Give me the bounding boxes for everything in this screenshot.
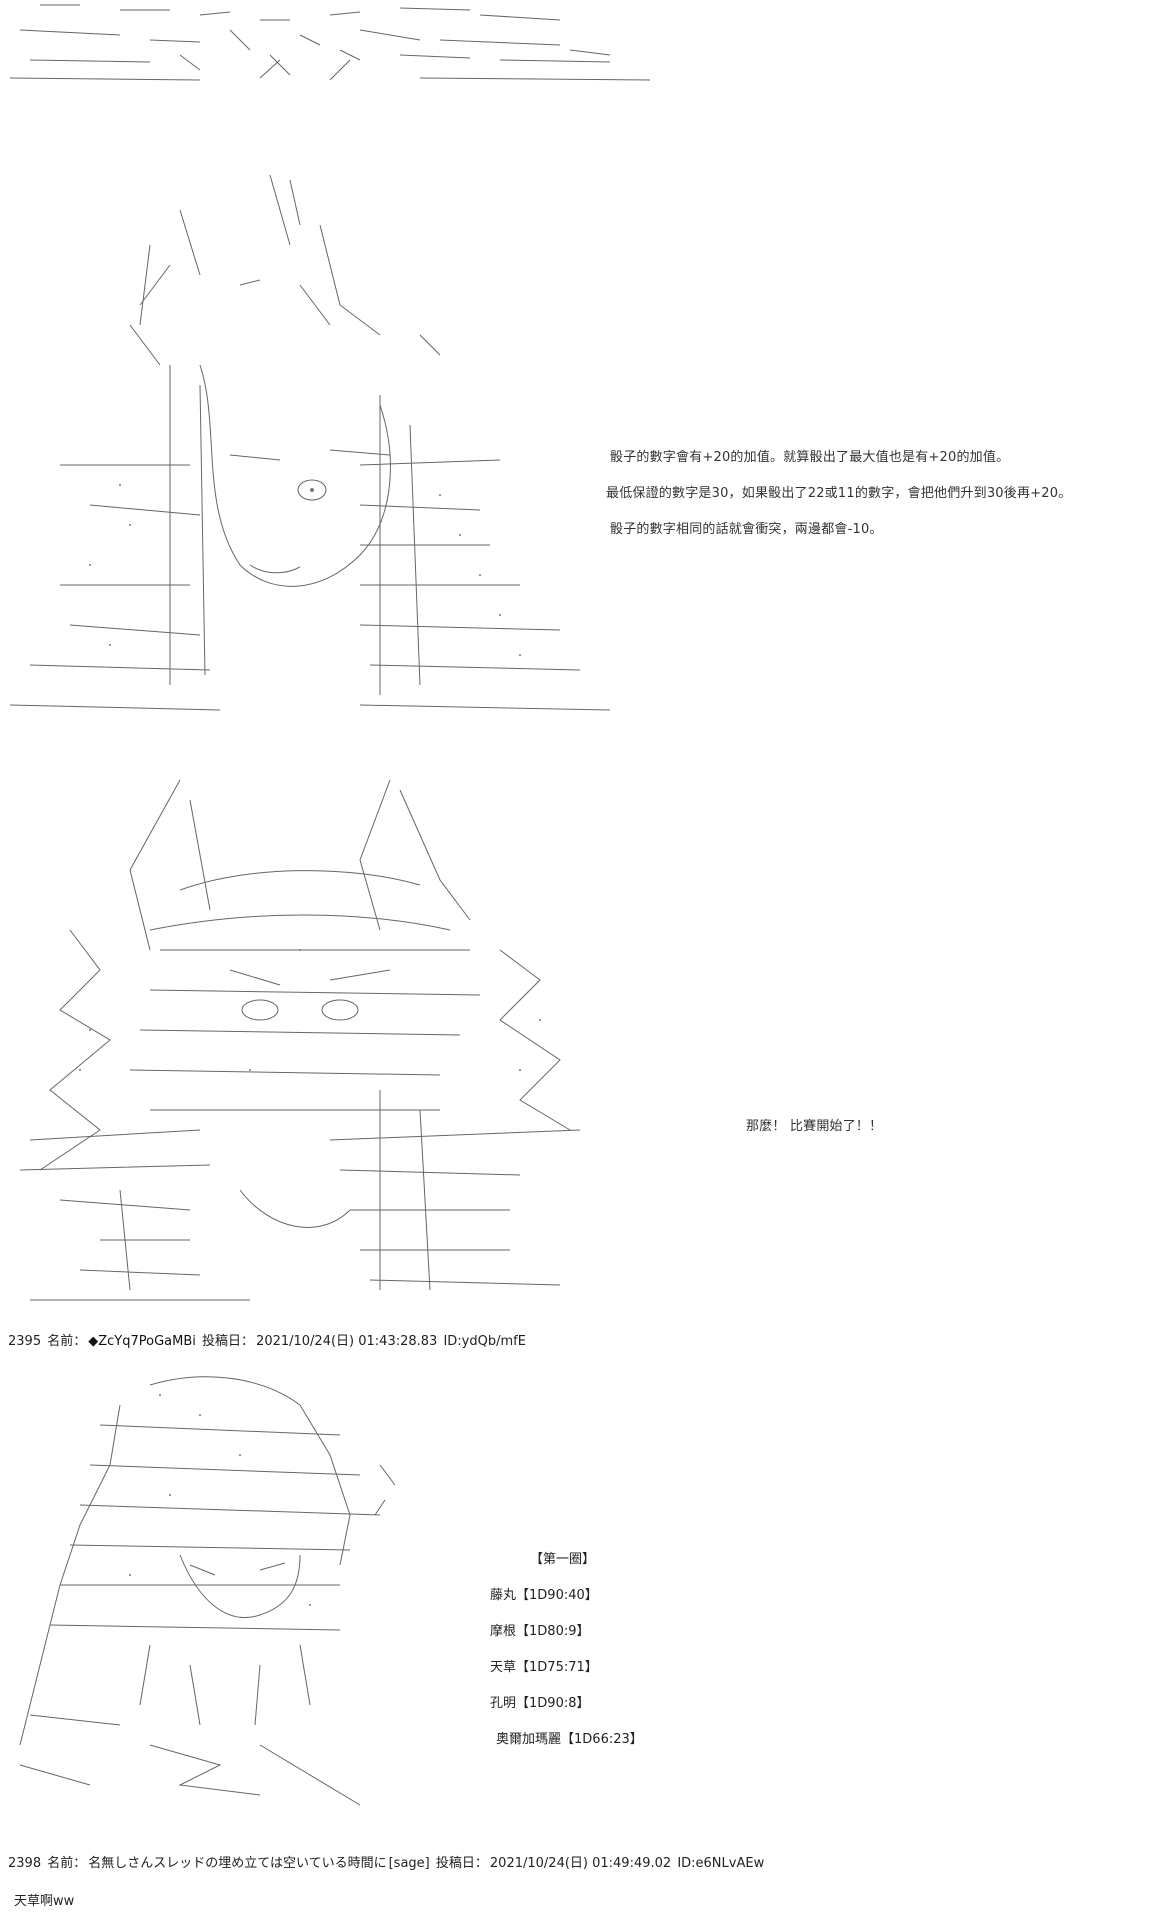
- ascii-art-character-3: [0, 1365, 420, 1825]
- post-id[interactable]: ID:ydQb/mfE: [443, 1334, 526, 1349]
- post-author-name[interactable]: 名無しさんスレッドの埋め立ては空いている時間に: [88, 1856, 387, 1871]
- post-name-label: 名前：: [47, 1334, 87, 1349]
- ascii-art-character-1: [0, 165, 620, 725]
- dice-rule-line-1: 骰子的數字會有+20的加值。就算骰出了最大值也是有+20的加值。: [610, 450, 1010, 465]
- post-number: 2398: [8, 1856, 42, 1871]
- ascii-art-top-fragment: [0, 0, 660, 90]
- ascii-art-character-2: [0, 770, 600, 1310]
- post-name-label: 名前：: [47, 1856, 87, 1871]
- dice-roll-list: 【第一圈】 藤丸【1D90:40】 摩根【1D80:9】 天草【1D75:71】…: [490, 1542, 643, 1758]
- roll-name: 孔明: [490, 1696, 517, 1711]
- post-header-2398: 2398 名前：名無しさんスレッドの埋め立ては空いている時間に[sage] 投稿…: [8, 1852, 766, 1871]
- roll-row-morgan: 摩根【1D80:9】: [490, 1614, 643, 1650]
- post-date-label: 投稿日：: [435, 1856, 488, 1871]
- roll-row-olga-marie: 奧爾加瑪麗【1D66:23】: [490, 1722, 643, 1758]
- post-body-2398: 天草啊ww: [14, 1894, 75, 1909]
- post-date: 2021/10/24(日) 01:49:49.02: [489, 1856, 672, 1871]
- roll-value: 【1D75:71】: [516, 1660, 598, 1675]
- post-header-2395: 2395 名前：◆ZcYq7PoGaMBi 投稿日：2021/10/24(日) …: [8, 1330, 528, 1349]
- roll-name: 奧爾加瑪麗: [496, 1732, 562, 1747]
- roll-value: 【1D90:8】: [516, 1696, 590, 1711]
- roll-row-amakusa: 天草【1D75:71】: [490, 1650, 643, 1686]
- roll-value: 【1D80:9】: [516, 1624, 590, 1639]
- post-mail[interactable]: [sage]: [388, 1856, 430, 1871]
- roll-value: 【1D90:40】: [516, 1588, 598, 1603]
- roll-name: 摩根: [490, 1624, 517, 1639]
- post-id[interactable]: ID:e6NLvAEw: [677, 1856, 765, 1871]
- roll-name: 藤丸: [490, 1588, 517, 1603]
- dice-rule-line-2: 最低保證的數字是30，如果骰出了22或11的數字，會把他們升到30後再+20。: [606, 486, 1072, 501]
- roll-row-kongming: 孔明【1D90:8】: [490, 1686, 643, 1722]
- dice-rule-line-3: 骰子的數字相同的話就會衝突，兩邊都會-10。: [610, 522, 883, 537]
- post-date: 2021/10/24(日) 01:43:28.83: [256, 1334, 438, 1349]
- post-author-name[interactable]: ◆ZcYq7PoGaMBi: [88, 1334, 196, 1349]
- post-number: 2395: [8, 1334, 42, 1349]
- roll-row-fujimaru: 藤丸【1D90:40】: [490, 1578, 643, 1614]
- roll-value: 【1D66:23】: [561, 1732, 643, 1747]
- roll-name: 天草: [490, 1660, 517, 1675]
- round-title: 【第一圈】: [530, 1552, 596, 1567]
- post-date-label: 投稿日：: [202, 1334, 255, 1349]
- match-start-caption: 那麼！ 比賽開始了！！: [746, 1119, 883, 1134]
